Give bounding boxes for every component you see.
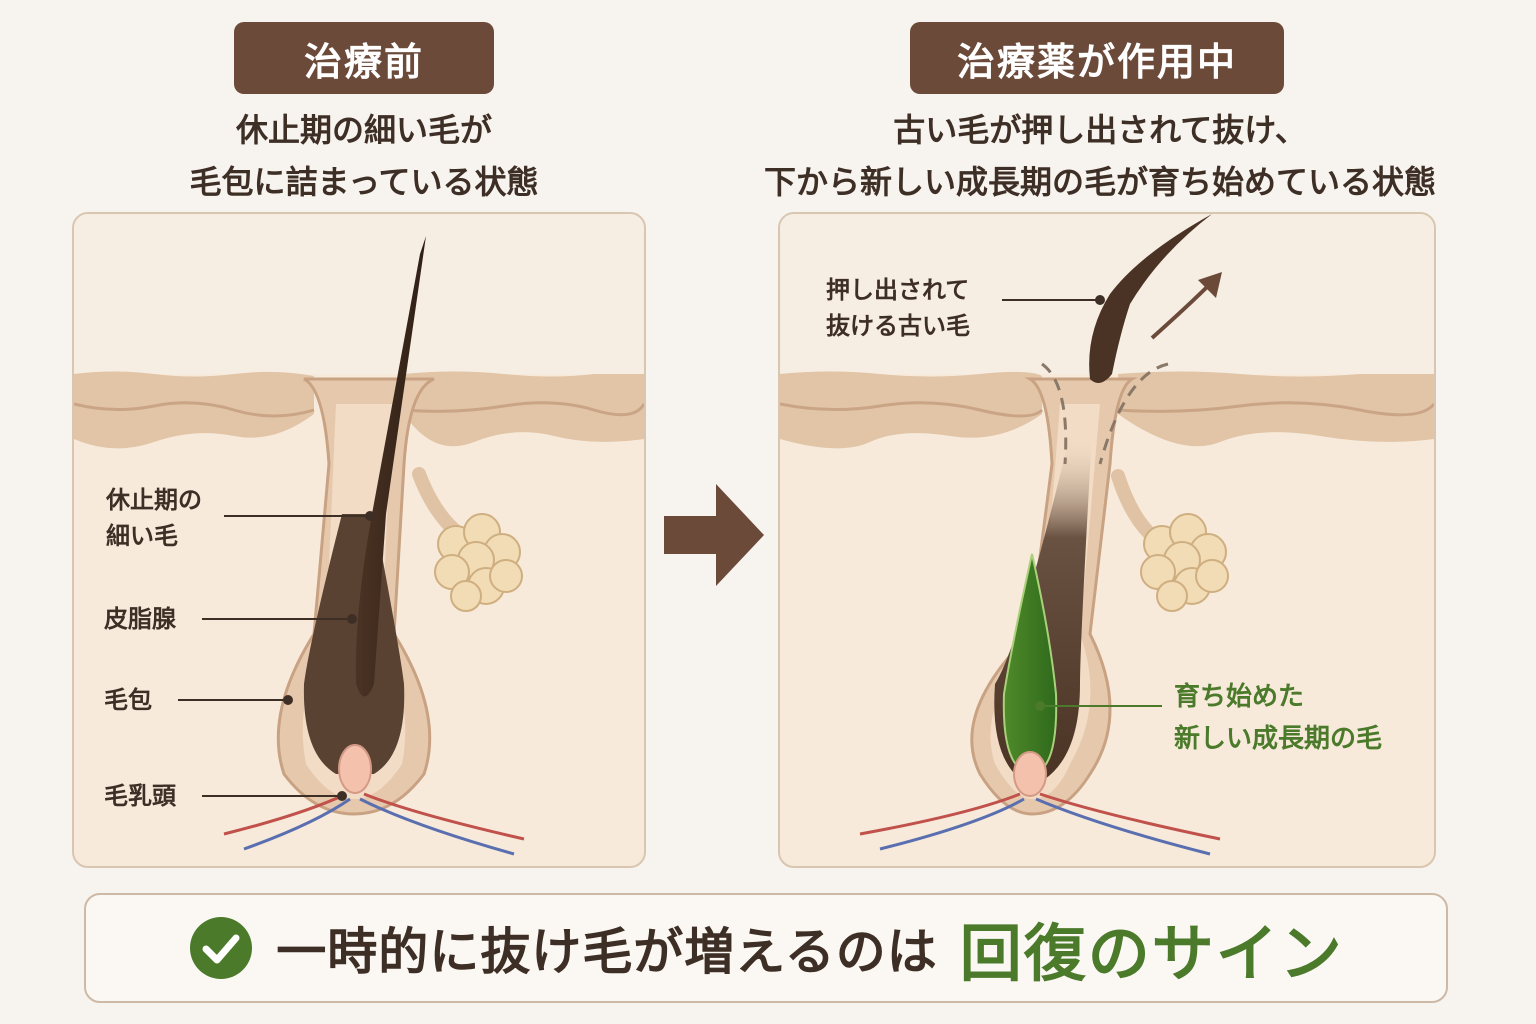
before-follicle-illustration — [74, 214, 644, 856]
epidermis-left — [780, 371, 1042, 449]
right-subtitle-line-2: 下から新しい成長期の毛が育ち始めている状態 — [763, 163, 1436, 201]
treatment-active-panel: 押し出されて 抜ける古い毛 育ち始めた 新しい成長期の毛 — [778, 212, 1436, 868]
epidermis-left — [74, 371, 314, 449]
right-subtitle: 古い毛が押し出されて抜け、 下から新しい成長期の毛が育ち始めている状態 — [750, 104, 1450, 208]
left-subtitle: 休止期の細い毛が 毛包に詰まっている状態 — [84, 104, 644, 208]
sky-area — [74, 214, 644, 374]
left-subtitle-line-2: 毛包に詰まっている状態 — [189, 163, 539, 201]
label-old-hair-line-1: 押し出されて — [826, 276, 970, 304]
banner-emphasis: 回復のサイン — [959, 917, 1344, 990]
badge-treatment-active-text: 治療薬が作用中 — [956, 39, 1237, 84]
badge-before-treatment-text: 治療前 — [303, 39, 424, 84]
label-resting-hair-line-2: 細い毛 — [106, 522, 178, 550]
label-new-hair-line-2: 新しい成長期の毛 — [1174, 724, 1383, 754]
badge-before-treatment: 治療前 — [234, 22, 494, 94]
check-circle-icon — [190, 917, 253, 979]
right-subtitle-line-1: 古い毛が押し出されて抜け、 — [893, 111, 1307, 149]
label-dermal-papilla: 毛乳頭 — [104, 782, 176, 810]
dermal-papilla — [338, 744, 372, 794]
before-treatment-panel: 休止期の 細い毛 皮脂腺 毛包 毛乳頭 — [72, 212, 646, 868]
label-new-hair-line-1: 育ち始めた — [1174, 682, 1305, 712]
label-resting-hair-line-1: 休止期の — [106, 486, 202, 514]
label-old-hair-line-2: 抜ける古い毛 — [826, 312, 970, 340]
label-follicle: 毛包 — [104, 686, 152, 714]
label-new-hair: 育ち始めた 新しい成長期の毛 — [1174, 676, 1382, 760]
dermal-papilla — [1013, 751, 1047, 797]
sebaceous-gland — [434, 513, 523, 612]
epidermis-right — [404, 371, 644, 447]
recovery-sign-banner: 一時的に抜け毛が増えるのは 回復のサイン — [84, 893, 1448, 1003]
active-follicle-illustration — [780, 214, 1434, 856]
label-resting-hair: 休止期の 細い毛 — [106, 482, 202, 554]
arrow-right-icon — [664, 484, 764, 586]
resting-hair-shaft — [355, 236, 426, 697]
ejection-arrow-icon — [1198, 272, 1222, 298]
epidermis-right — [1118, 371, 1434, 447]
badge-treatment-active: 治療薬が作用中 — [910, 22, 1284, 94]
label-old-hair: 押し出されて 抜ける古い毛 — [826, 272, 970, 344]
banner-text: 一時的に抜け毛が増えるのは — [276, 923, 938, 981]
sebaceous-gland — [1140, 513, 1229, 612]
left-subtitle-line-1: 休止期の細い毛が — [235, 111, 492, 149]
old-ejected-hair — [1089, 214, 1212, 383]
label-sebaceous-gland: 皮脂腺 — [104, 605, 176, 633]
